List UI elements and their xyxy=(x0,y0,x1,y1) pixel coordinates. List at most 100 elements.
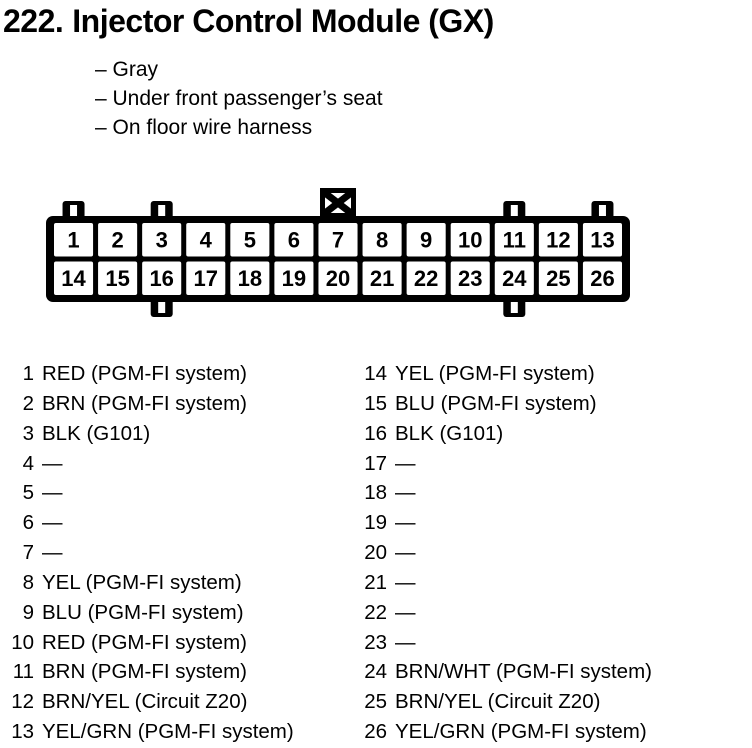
pin-row: 3 BLK (G101) xyxy=(4,419,357,449)
keying-mark-x xyxy=(322,190,354,216)
latch-tab-slot xyxy=(70,205,78,216)
pin-number: 18 xyxy=(364,481,387,505)
pin-cavity xyxy=(318,223,358,257)
pin-cavity-number: 25 xyxy=(546,266,570,291)
pin-cavity xyxy=(406,223,446,257)
pin-description: BRN/YEL (Circuit Z20) xyxy=(42,690,248,714)
pin-cavity-number: 3 xyxy=(156,228,168,253)
pin-number: 12 xyxy=(11,690,34,714)
pin-description: — xyxy=(395,570,416,594)
pin-cavity xyxy=(230,261,270,295)
pin-row: 14 YEL (PGM-FI system) xyxy=(357,359,652,389)
pin-cavity-number: 22 xyxy=(414,266,438,291)
pin-description: YEL (PGM-FI system) xyxy=(395,362,595,385)
pin-description: BLU (PGM-FI system) xyxy=(42,600,244,624)
pin-number: 20 xyxy=(364,541,387,565)
pin-number: 26 xyxy=(364,720,387,744)
pin-cavity xyxy=(274,261,314,295)
pin-description: RED (PGM-FI system) xyxy=(42,362,247,385)
pin-row: 1 RED (PGM-FI system) xyxy=(4,359,357,389)
latch-tab-slot xyxy=(158,205,166,216)
pin-number: 15 xyxy=(364,391,387,415)
pin-cavity xyxy=(538,261,578,295)
pin-row: 20— xyxy=(357,538,652,568)
pin-cavity-number: 13 xyxy=(590,228,614,253)
pin-cavity xyxy=(538,223,578,257)
pin-cavity-number: 23 xyxy=(458,266,482,291)
pin-description: — xyxy=(42,511,63,535)
pin-number: 6 xyxy=(22,511,34,535)
pin-number: 10 xyxy=(11,630,34,654)
pin-number: 7 xyxy=(22,541,34,565)
pin-description: BLK (G101) xyxy=(42,421,151,445)
pin-description: RED (PGM-FI system) xyxy=(42,630,247,654)
pin-cavity-number: 8 xyxy=(376,228,388,253)
pin-number: 3 xyxy=(22,421,34,445)
pin-row: 19— xyxy=(357,508,652,538)
pin-cavity xyxy=(54,223,94,257)
pin-cavity-number: 15 xyxy=(105,266,129,291)
pin-number: 4 xyxy=(22,451,34,475)
pin-list-right-column: 14 YEL (PGM-FI system) 15 BLU (PGM-FI syste… xyxy=(357,359,652,747)
pin-cavity-number: 16 xyxy=(149,266,173,291)
pin-cavity xyxy=(406,261,446,295)
location-note: – On floor wire harness xyxy=(95,116,313,139)
pin-description: — xyxy=(395,451,416,475)
pin-number: 1 xyxy=(22,362,34,385)
pin-description: BRN (PGM-FI system) xyxy=(42,660,247,684)
pin-cavity-number: 21 xyxy=(370,266,394,291)
pin-cavity xyxy=(494,223,534,257)
pin-cavity xyxy=(318,261,358,295)
pin-description: BRN/YEL (Circuit Z20) xyxy=(395,690,601,714)
pin-cavity-number: 18 xyxy=(238,266,262,291)
section-title: Injector Control Module (GX) xyxy=(72,3,494,39)
pin-cavity xyxy=(98,223,138,257)
pin-cavity xyxy=(362,223,402,257)
pin-cavity xyxy=(362,261,402,295)
pin-row: 11 BRN (PGM-FI system) xyxy=(4,657,357,687)
pin-cavity-number: 5 xyxy=(244,228,256,253)
pin-cavity xyxy=(582,223,622,257)
pin-cavity-number: 20 xyxy=(326,266,350,291)
pin-number: 5 xyxy=(22,481,34,505)
pin-cavity-number: 14 xyxy=(61,266,86,291)
latch-tab-slot xyxy=(598,205,606,216)
pin-row: 10 RED (PGM-FI system) xyxy=(4,628,357,658)
latch-tab-slot xyxy=(158,302,166,313)
pin-cavity-number: 1 xyxy=(67,228,79,253)
pin-cavity xyxy=(142,223,182,257)
pin-cavity-number: 26 xyxy=(590,266,614,291)
pin-number: 14 xyxy=(364,362,387,385)
pin-row: 23 — xyxy=(357,628,652,658)
pin-cavity xyxy=(98,261,138,295)
pin-description: — xyxy=(395,600,416,624)
pin-number: 2 xyxy=(22,391,34,415)
pin-description: BRN (PGM-FI system) xyxy=(42,391,247,415)
pin-number: 19 xyxy=(364,511,387,535)
pin-cavity-number: 7 xyxy=(332,228,344,253)
pin-cavity-number: 17 xyxy=(194,266,218,291)
pin-number: 24 xyxy=(364,660,387,684)
pin-row: 22— xyxy=(357,598,652,628)
pin-cavity xyxy=(142,261,182,295)
pin-number: 17 xyxy=(364,451,387,475)
pin-cavity-number: 2 xyxy=(111,228,123,253)
latch-tab-slot xyxy=(510,302,518,313)
pin-description: — xyxy=(395,630,416,654)
pin-row: 17 — xyxy=(357,449,652,479)
pin-cavity xyxy=(582,261,622,295)
pin-row: 18— xyxy=(357,478,652,508)
pin-description: BLU (PGM-FI system) xyxy=(395,391,597,415)
pin-cavity xyxy=(450,261,490,295)
pin-number: 11 xyxy=(12,660,34,684)
pin-number: 23 xyxy=(364,630,387,654)
pin-cavity xyxy=(450,223,490,257)
pin-row: 15 BLU (PGM-FI system) xyxy=(357,389,652,419)
pin-cavity xyxy=(230,223,270,257)
